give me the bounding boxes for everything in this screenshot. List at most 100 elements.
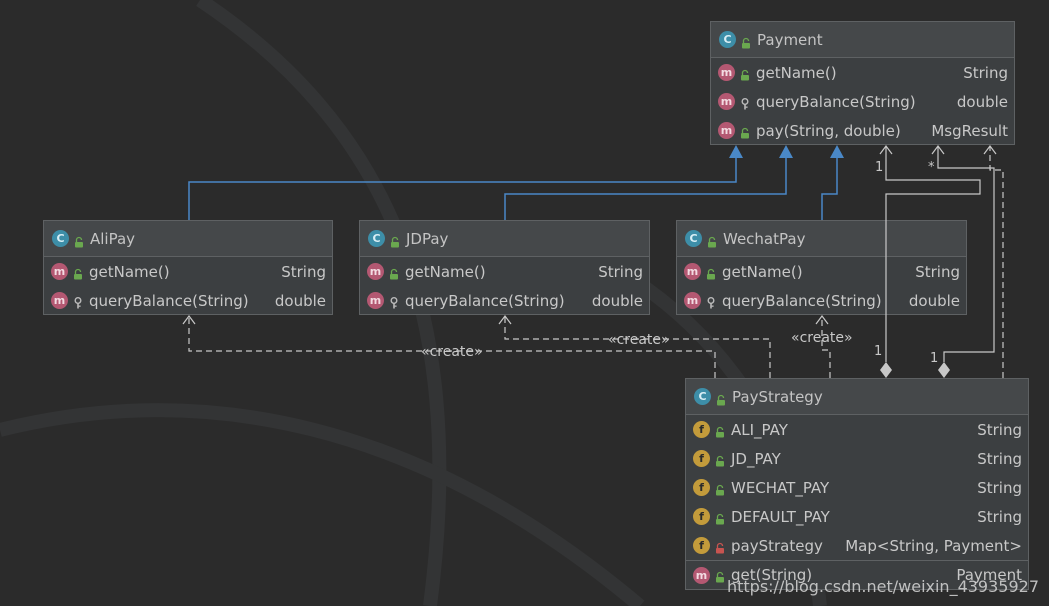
class-wechatpay[interactable]: C WechatPay m getName() String m queryBa… [676,220,967,315]
public-visibility-icon [716,391,726,405]
method-icon: m [367,292,384,309]
class-icon: C [52,230,69,247]
field-name: payStrategy [731,536,823,555]
public-visibility-icon [741,34,751,48]
method-name: pay(String, double) [756,121,901,140]
field-type: String [977,420,1022,439]
class-name: AliPay [90,229,136,248]
multiplicity-label: 1 [930,351,939,366]
method-name: queryBalance(String) [756,92,916,111]
method-type: String [915,262,960,281]
field-name: WECHAT_PAY [731,478,830,497]
multiplicity-label: * [928,160,935,175]
class-name: PayStrategy [732,387,823,406]
field-row[interactable]: f JD_PAY String [686,444,1028,473]
method-row[interactable]: m queryBalance(String) double [677,286,966,315]
field-icon: f [693,450,710,467]
field-row[interactable]: f DEFAULT_PAY String [686,502,1028,531]
field-icon: f [693,479,710,496]
field-icon: f [693,421,710,438]
protected-visibility-icon [706,295,716,308]
class-header: C AliPay [44,221,332,257]
class-jdpay[interactable]: C JDPay m getName() String m queryBalanc… [359,220,650,315]
class-icon: C [368,230,385,247]
class-header: C WechatPay [677,221,966,257]
watermark-text: https://blog.csdn.net/weixin_43935927 [726,577,1039,596]
protected-visibility-icon [73,295,83,308]
field-name: ALI_PAY [731,420,788,439]
class-alipay[interactable]: C AliPay m getName() String m queryBalan… [43,220,333,315]
method-type: String [963,63,1008,82]
field-name: JD_PAY [731,449,781,468]
public-visibility-icon [73,266,83,279]
field-row[interactable]: f ALI_PAY String [686,415,1028,444]
create-label-alipay: «create» [421,344,483,360]
public-visibility-icon [715,569,725,583]
method-type: double [274,291,326,310]
method-type: Payment [956,566,1022,584]
field-row[interactable]: f payStrategy Map<String, Payment> [686,531,1028,560]
class-icon: C [694,388,711,405]
create-label-jdpay: «create» [608,332,670,348]
field-name: DEFAULT_PAY [731,507,830,526]
method-icon: m [693,566,710,584]
class-name: Payment [757,30,823,49]
method-type: double [956,92,1008,111]
method-row[interactable]: m pay(String, double) MsgResult [711,116,1014,145]
public-visibility-icon [707,233,717,247]
method-name: get(String) [731,566,813,584]
method-row[interactable]: m queryBalance(String) double [711,87,1014,116]
multiplicity-label: 1 [875,160,884,175]
public-visibility-icon [706,266,716,279]
field-type: String [977,507,1022,526]
method-row[interactable]: m getName() String [360,257,649,286]
class-header: C PayStrategy [686,379,1028,415]
protected-visibility-icon [740,96,750,109]
field-type: String [977,449,1022,468]
public-visibility-icon [740,67,750,80]
public-visibility-icon [740,125,750,138]
class-header: C Payment [711,22,1014,58]
method-name: getName() [405,262,486,281]
class-name: WechatPay [723,229,806,248]
field-icon: f [693,537,710,554]
method-icon: m [718,122,735,139]
method-row[interactable]: m getName() String [711,58,1014,87]
method-row[interactable]: m getName() String [677,257,966,286]
public-visibility-icon [715,453,725,466]
method-icon: m [684,292,701,309]
method-icon: m [718,93,735,110]
private-visibility-icon [715,540,725,553]
method-type: String [281,262,326,281]
create-label-wechatpay: «create» [791,330,853,346]
public-visibility-icon [715,424,725,437]
public-visibility-icon [389,266,399,279]
method-row[interactable]: m get(String) Payment [686,560,1028,589]
class-header: C JDPay [360,221,649,257]
method-icon: m [51,292,68,309]
class-paystrategy[interactable]: C PayStrategy f ALI_PAY String f JD_PAY … [685,378,1029,590]
class-icon: C [719,31,736,48]
method-name: getName() [89,262,170,281]
protected-visibility-icon [389,295,399,308]
multiplicity-label: 1 [874,344,883,359]
class-payment[interactable]: C Payment m getName() String m queryBala… [710,21,1015,145]
public-visibility-icon [390,233,400,247]
method-row[interactable]: m queryBalance(String) double [44,286,332,315]
method-icon: m [718,64,735,81]
field-type: String [977,478,1022,497]
field-type: Map<String, Payment> [845,536,1022,555]
field-row[interactable]: f WECHAT_PAY String [686,473,1028,502]
class-name: JDPay [406,229,449,248]
method-icon: m [367,263,384,280]
method-name: queryBalance(String) [405,291,565,310]
class-icon: C [685,230,702,247]
method-icon: m [51,263,68,280]
method-row[interactable]: m getName() String [44,257,332,286]
method-row[interactable]: m queryBalance(String) double [360,286,649,315]
method-name: getName() [756,63,837,82]
method-type: double [908,291,960,310]
method-name: getName() [722,262,803,281]
method-type: double [591,291,643,310]
method-type: String [598,262,643,281]
